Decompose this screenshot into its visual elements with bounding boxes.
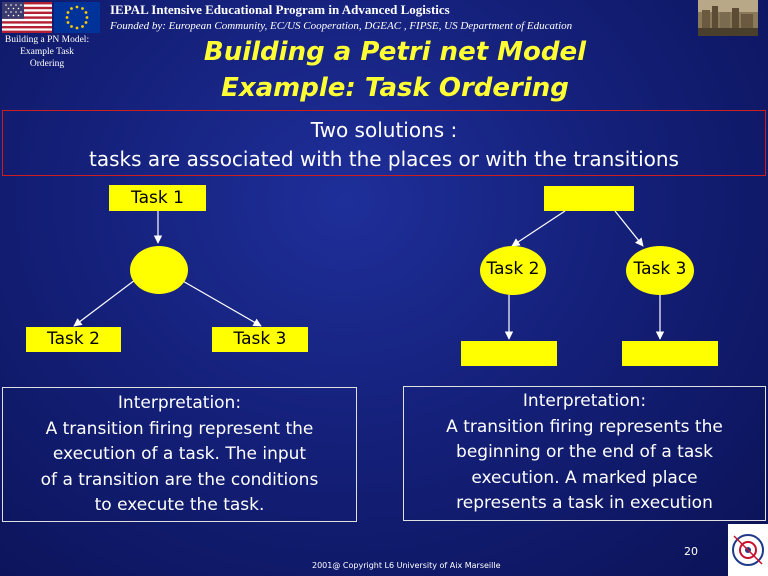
right-interpretation-line2: A transition firing represents the <box>446 416 723 437</box>
arc-place-to-task3 <box>180 279 262 327</box>
arc-transition-to-task2-place <box>511 210 566 247</box>
place-task2: Task 2 <box>480 246 546 295</box>
intro-line2: tasks are associated with the places or … <box>89 147 679 171</box>
right-interpretation-line4: execution. A marked place <box>471 467 698 488</box>
left-interpretation-line5: to execute the task. <box>94 495 265 515</box>
left-interpretation-line4: of a transition are the conditions <box>40 469 319 490</box>
place-left-center <box>130 246 188 294</box>
us-flag-icon <box>2 2 52 33</box>
program-title: IEPAL Intensive Educational Program in A… <box>110 2 450 17</box>
transition-task3: Task 3 <box>212 327 308 352</box>
founded-by-text: Founded by: European Community, EC/US Co… <box>110 20 573 32</box>
side-label: Building a PN Model: Example Task Orderi… <box>4 35 90 69</box>
transition-task1: Task 1 <box>109 185 206 211</box>
page-number: 20 <box>684 545 698 558</box>
left-interpretation-line3: execution of a task. The input <box>52 444 307 464</box>
right-interpretation-line1: Interpretation: <box>522 391 647 411</box>
intro-line1: Two solutions : <box>310 118 458 142</box>
left-interpretation-box: Interpretation: A transition firing repr… <box>2 387 357 522</box>
right-interpretation-line3: beginning or the end of a task <box>456 442 713 462</box>
transition-bottom-right <box>622 341 718 366</box>
transition-bottom-left <box>461 341 557 366</box>
arc-transition-to-task3-place <box>614 210 644 247</box>
left-interpretation-line1: Interpretation: <box>117 393 242 413</box>
university-logo-icon <box>728 524 768 576</box>
arc-place-to-task2 <box>73 279 136 327</box>
transition-top-right <box>544 186 634 211</box>
transition-task2: Task 2 <box>26 327 121 352</box>
city-photo-icon <box>698 0 758 36</box>
slide-title: Building a Petri net Model Example: Task… <box>150 34 640 106</box>
intro-box <box>2 110 766 176</box>
slide-title-line1: Building a Petri net Model <box>203 37 587 67</box>
eu-flag-icon <box>54 2 100 33</box>
left-interpretation-line2: A transition firing represent the <box>45 418 314 439</box>
slide-title-line2: Example: Task Ordering <box>221 73 569 103</box>
copyright-text: 2001@ Copyright L6 University of Aix Mar… <box>312 561 501 570</box>
right-interpretation-box: Interpretation: A transition firing repr… <box>403 386 766 521</box>
right-interpretation-line5: represents a task in execution <box>456 493 713 513</box>
place-task3: Task 3 <box>626 246 694 295</box>
